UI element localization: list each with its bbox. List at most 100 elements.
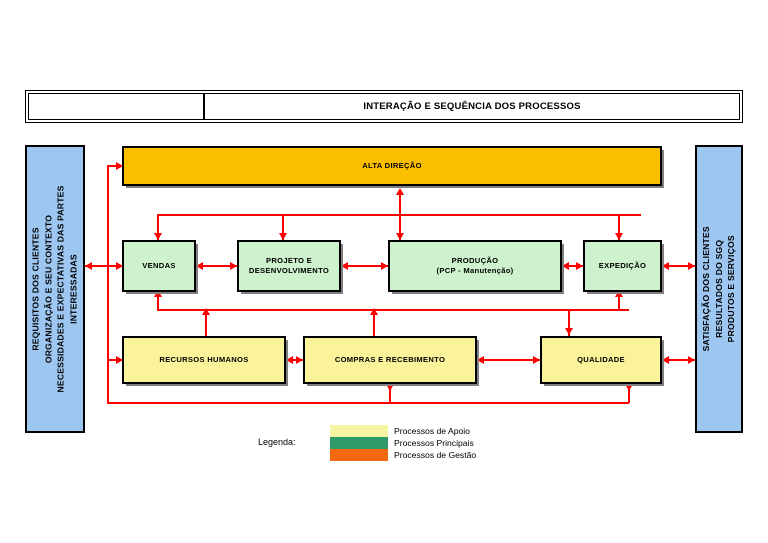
output-panel-line-3: PRODUTOS E SERVIÇOS: [726, 235, 737, 343]
process-label-recursos-humanos: RECURSOS HUMANOS: [159, 355, 248, 365]
input-panel-text: REQUISITOS DOS CLIENTES ORGANIZAÇÃO E SE…: [30, 185, 80, 392]
arrow-bottom-to-compras: [386, 384, 394, 391]
arrow-compras-to-middle: [370, 308, 378, 315]
connector-middle-to-qualidade: [568, 309, 570, 336]
process-box-qualidade[interactable]: QUALIDADE: [540, 336, 662, 384]
process-box-alta-direcao[interactable]: ALTA DIREÇÃO: [122, 146, 662, 186]
arrow-bottom-to-qualidade: [625, 384, 633, 391]
arrow-rh-compras-left: [286, 356, 293, 364]
connector-top-to-producao: [399, 214, 401, 240]
connector-bottom-to-compras: [389, 384, 391, 403]
legend-text-gestao: Processos de Gestão: [394, 450, 477, 460]
output-panel-customer-satisfaction: SATISFAÇÃO DOS CLIENTES RESULTADOS DO SG…: [695, 145, 743, 433]
process-line-rh-1: RECURSOS HUMANOS: [159, 355, 249, 364]
connector-top-to-projeto: [282, 214, 284, 240]
input-panel-line-4: INTERESSADAS: [68, 254, 79, 324]
arrow-middle-to-qualidade: [565, 328, 573, 335]
process-line-producao-1: PRODUÇÃO: [451, 256, 499, 265]
header-cell-logo: [29, 94, 205, 119]
process-line-producao-2: (PCP - Manutenção): [436, 266, 514, 275]
arrow-rh-compras-right: [296, 356, 303, 364]
process-label-projeto: PROJETO E DESENVOLVIMENTO: [249, 256, 329, 276]
connector-rh-compras: [286, 359, 303, 361]
arrow-top-to-expedicao: [615, 233, 623, 240]
connector-left-to-alta: [107, 165, 122, 167]
process-box-compras-recebimento[interactable]: COMPRAS E RECEBIMENTO: [303, 336, 477, 384]
arrow-qualidade-output-right: [688, 356, 695, 364]
connector-qualidade-output: [662, 359, 695, 361]
output-panel-line-2: RESULTADOS DO SGQ: [713, 239, 724, 339]
arrow-projeto-producao-right: [381, 262, 388, 270]
legend-swatch-gestao: [330, 449, 388, 461]
process-line-expedicao-1: EXPEDIÇÃO: [598, 261, 647, 270]
arrow-compras-qualidade-right: [533, 356, 540, 364]
output-panel-text: SATISFAÇÃO DOS CLIENTES RESULTADOS DO SG…: [700, 226, 738, 351]
input-panel-customer-requirements: REQUISITOS DOS CLIENTES ORGANIZAÇÃO E SE…: [25, 145, 85, 433]
arrow-top-to-vendas: [154, 233, 162, 240]
arrow-projeto-producao-left: [341, 262, 348, 270]
arrow-rh-to-middle: [202, 308, 210, 315]
process-box-projeto-desenvolvimento[interactable]: PROJETO E DESENVOLVIMENTO: [237, 240, 341, 292]
input-panel-line-3: NECESSIDADES E EXPECTATIVAS DAS PARTES: [56, 185, 67, 393]
legend-text-apoio: Processos de Apoio: [394, 426, 470, 436]
process-box-producao[interactable]: PRODUÇÃO (PCP - Manutenção): [388, 240, 562, 292]
connector-top-bus-right-drop: [639, 214, 641, 216]
process-label-producao: PRODUÇÃO (PCP - Manutenção): [437, 256, 514, 276]
input-panel-line-1: REQUISITOS DOS CLIENTES: [31, 227, 42, 351]
connector-top-to-vendas: [157, 214, 159, 240]
connector-bottom-to-qualidade: [628, 384, 630, 403]
arrow-vendas-projeto-right: [230, 262, 237, 270]
legend: Legenda: Processos de Apoio Processos Pr…: [258, 425, 508, 467]
connector-alta-feed: [399, 190, 401, 216]
process-label-compras: COMPRAS E RECEBIMENTO: [335, 355, 445, 365]
connector-middle-to-vendas: [157, 292, 159, 310]
legend-label: Legenda:: [258, 437, 296, 447]
arrow-left-to-alta: [116, 162, 123, 170]
arrow-producao-expedicao-right: [576, 262, 583, 270]
connector-expedicao-to-middle: [618, 292, 620, 310]
arrow-qualidade-output-left: [662, 356, 669, 364]
process-label-qualidade: QUALIDADE: [577, 355, 625, 365]
connector-vendas-projeto: [196, 265, 237, 267]
process-label-alta-direcao: ALTA DIREÇÃO: [362, 161, 422, 171]
arrow-expedicao-output-left: [662, 262, 669, 270]
arrow-to-panel-left: [85, 262, 92, 270]
output-panel-line-1: SATISFAÇÃO DOS CLIENTES: [701, 226, 712, 352]
process-label-vendas: VENDAS: [142, 261, 175, 271]
arrow-expedicao-output-right: [688, 262, 695, 270]
connector-compras-qualidade: [477, 359, 540, 361]
connector-rh-to-middle: [205, 309, 207, 336]
arrow-middle-to-vendas: [154, 290, 162, 297]
process-line-projeto-2: DESENVOLVIMENTO: [248, 266, 330, 275]
arrow-compras-qualidade-left: [477, 356, 484, 364]
legend-swatch-apoio: [330, 425, 388, 437]
connector-bottom-return: [107, 402, 629, 404]
arrow-left-to-rh: [116, 356, 123, 364]
arrow-to-alta-bottom: [396, 188, 404, 195]
connector-compras-to-middle: [373, 309, 375, 336]
process-box-vendas[interactable]: VENDAS: [122, 240, 196, 292]
legend-text-principais: Processos Principais: [394, 438, 474, 448]
connector-expedicao-output: [662, 265, 695, 267]
connector-projeto-producao: [341, 265, 388, 267]
process-line-vendas-1: VENDAS: [142, 261, 176, 270]
arrow-top-to-producao: [396, 233, 404, 240]
connector-left-to-rh: [107, 359, 122, 361]
arrow-producao-expedicao-left: [562, 262, 569, 270]
process-line-qualidade-1: QUALIDADE: [577, 355, 625, 364]
header-table-inner: INTERAÇÃO E SEQUÊNCIA DOS PROCESSOS: [28, 93, 740, 120]
arrow-vendas-projeto-left: [196, 262, 203, 270]
header-cell-title: INTERAÇÃO E SEQUÊNCIA DOS PROCESSOS: [205, 94, 739, 119]
arrow-to-vendas-left: [116, 262, 123, 270]
process-line-projeto-1: PROJETO E: [265, 256, 312, 265]
header-table: INTERAÇÃO E SEQUÊNCIA DOS PROCESSOS: [25, 90, 743, 123]
connector-middle-bus: [157, 309, 629, 311]
process-box-expedicao[interactable]: EXPEDIÇÃO: [583, 240, 662, 292]
connector-panel-left-vendas: [85, 265, 122, 267]
process-box-recursos-humanos[interactable]: RECURSOS HUMANOS: [122, 336, 286, 384]
connector-top-to-expedicao: [618, 214, 620, 240]
connector-producao-expedicao: [562, 265, 583, 267]
arrow-top-to-projeto: [279, 233, 287, 240]
page-title: INTERAÇÃO E SEQUÊNCIA DOS PROCESSOS: [363, 101, 581, 112]
